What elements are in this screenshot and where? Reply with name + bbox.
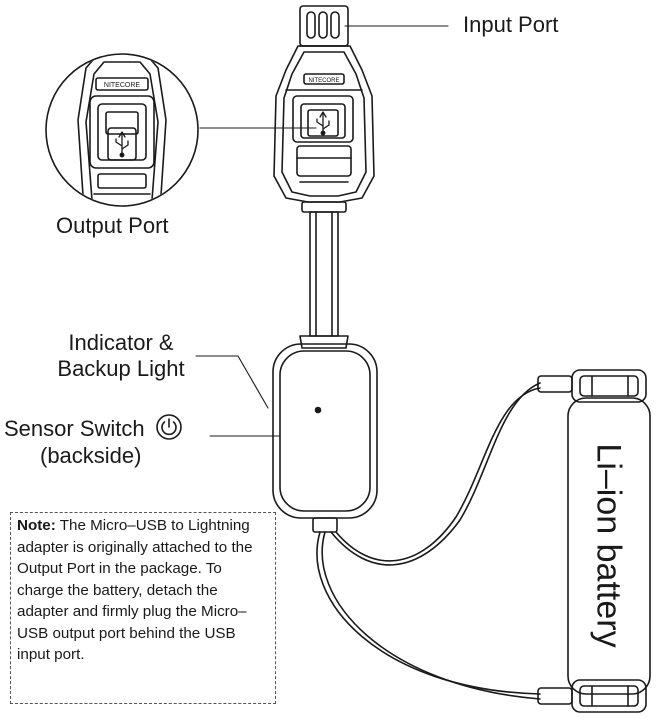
brand-mark-magnified: NITECORE	[104, 82, 141, 89]
note-box: Note: The Micro–USB to Lightning adapter…	[10, 512, 276, 704]
battery-label: Li–ion battery	[556, 405, 657, 685]
sensor-switch-label-line1: Sensor Switch	[4, 416, 145, 441]
indicator-box	[272, 343, 378, 533]
indicator-label: Indicator & Backup Light	[46, 330, 196, 383]
note-body: The Micro–USB to Lightning adapter is or…	[17, 517, 253, 663]
usb-icon	[316, 111, 330, 136]
output-port-label: Output Port	[56, 213, 169, 238]
sensor-switch-sublabel: (backside)	[40, 443, 142, 468]
input-port-label: Input Port	[463, 12, 559, 37]
usb-icon-magnified	[115, 131, 129, 158]
charger-head	[273, 45, 375, 203]
leader-lines	[195, 25, 449, 437]
power-icon	[155, 414, 182, 440]
indicator-label-line2: Backup Light	[57, 356, 185, 382]
input-usb-plug	[299, 5, 349, 47]
indicator-label-line1: Indicator &	[68, 330, 174, 355]
note-heading: Note:	[17, 517, 56, 534]
main-cable	[299, 201, 349, 349]
li-ion-battery	[537, 369, 651, 713]
brand-mark-head: NITECORE	[308, 78, 339, 84]
battery-leads	[316, 382, 541, 700]
battery-label-text: Li–ion battery	[589, 442, 628, 648]
sensor-switch-label: Sensor Switch	[4, 413, 183, 442]
output-port-magnifier	[45, 53, 199, 207]
